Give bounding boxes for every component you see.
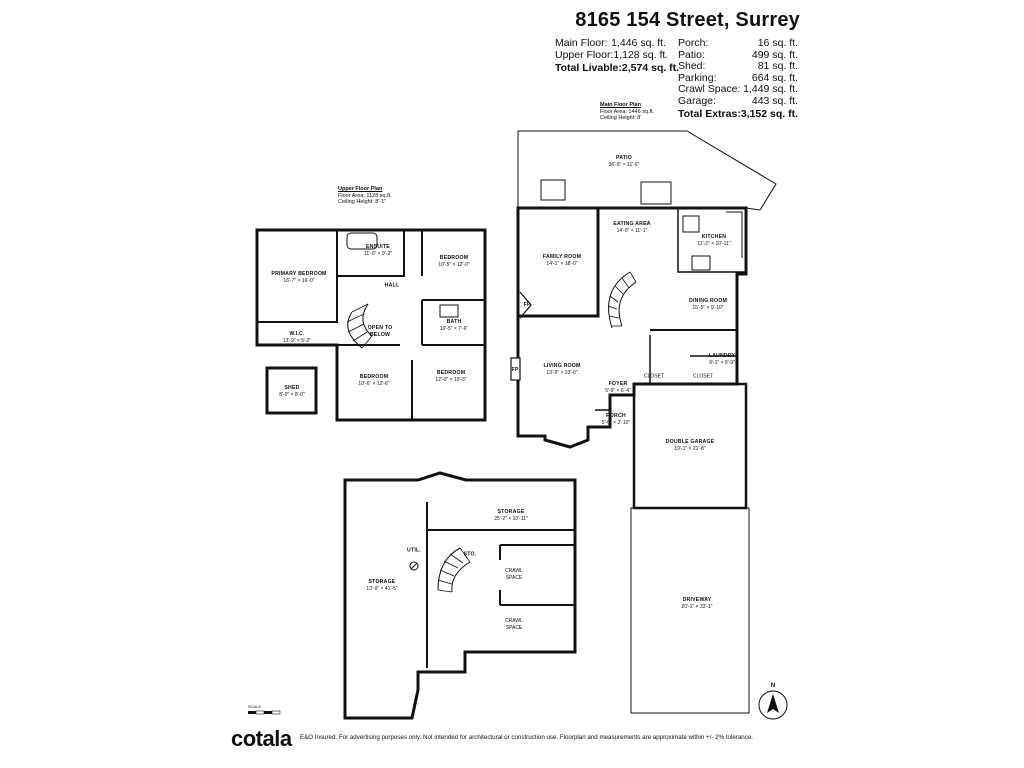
area-row-main-floor: Main Floor:1,446 sq. ft. xyxy=(555,37,666,49)
area-row-crawl-space: Crawl Space:1,449 sq. ft. xyxy=(678,83,798,95)
room-label-sto: STO. xyxy=(463,551,477,558)
area-row-porch: Porch:16 sq. ft. xyxy=(678,37,798,49)
basement-partitions xyxy=(426,502,575,668)
extras-area-summary: Porch:16 sq. ft. Patio:499 sq. ft. Shed:… xyxy=(678,37,799,121)
bath-walls xyxy=(421,299,485,346)
property-address-title: 8165 154 Street, Surrey xyxy=(575,9,800,31)
laundry-walls xyxy=(649,335,737,384)
livable-area-summary: Main Floor:1,446 sq. ft. Upper Floor:1,1… xyxy=(555,37,680,75)
scale-label: SCALE xyxy=(248,704,262,709)
cotala-logo: cotala xyxy=(231,726,292,751)
dining-walls xyxy=(518,282,737,331)
kitchen-walls xyxy=(677,208,746,273)
closet-label: CLOSET xyxy=(643,373,665,380)
area-row-parking: Parking:664 sq. ft. xyxy=(678,71,798,84)
closet-label: CLOSET xyxy=(692,373,714,380)
area-row-shed: Shed:81 sq. ft. xyxy=(678,60,798,72)
disclaimer-text: E&O Insured. For advertising purposes on… xyxy=(300,734,754,741)
upper-floor-plan-header: Upper Floor Plan Floor Area: 1128 sq.ft.… xyxy=(338,186,392,205)
north-arrow-icon xyxy=(758,690,788,720)
foyer-walls xyxy=(595,394,634,411)
room-label-wic: W.I.C.13'-9" × 5'-2" xyxy=(282,331,312,344)
room-label-open-to-below: OPEN TO BELOW xyxy=(367,325,393,338)
area-row-patio: Patio:499 sq. ft. xyxy=(678,48,798,61)
main-floor-walls xyxy=(516,206,748,449)
area-row-total-livable: Total Livable:2,574 sq. ft. xyxy=(555,62,680,74)
room-label-crawl-space-2: CRAWL SPACE xyxy=(505,618,523,631)
room-label-utility: UTIL. xyxy=(407,547,421,554)
scale-bar xyxy=(248,710,281,715)
area-row-total-extras: Total Extras:3,152 sq. ft. xyxy=(678,108,799,120)
compass-north-label: N xyxy=(770,683,776,689)
fireplace-label: FP xyxy=(511,367,519,373)
main-stair xyxy=(608,271,637,329)
room-label-hall: HALL xyxy=(384,282,400,289)
area-row-upper-floor: Upper Floor:1,128 sq. ft. xyxy=(555,48,669,61)
upper-stair xyxy=(347,303,373,349)
patio-outline xyxy=(517,130,777,211)
basement-walls xyxy=(343,471,577,720)
area-row-garage: Garage:443 sq. ft. xyxy=(678,94,798,107)
ensuite-walls xyxy=(337,230,423,277)
room-label-crawl-space-1: CRAWL SPACE xyxy=(505,568,523,581)
basement-stair xyxy=(437,547,471,593)
primary-bedroom-wall xyxy=(257,230,338,323)
driveway-outline xyxy=(630,507,750,714)
bedroom-walls xyxy=(336,344,413,420)
shed-outline xyxy=(265,366,318,415)
fireplace-label: FP xyxy=(523,302,531,308)
main-floor-plan-header: Main Floor Plan Floor Area: 1446 sq.ft. … xyxy=(600,102,655,121)
